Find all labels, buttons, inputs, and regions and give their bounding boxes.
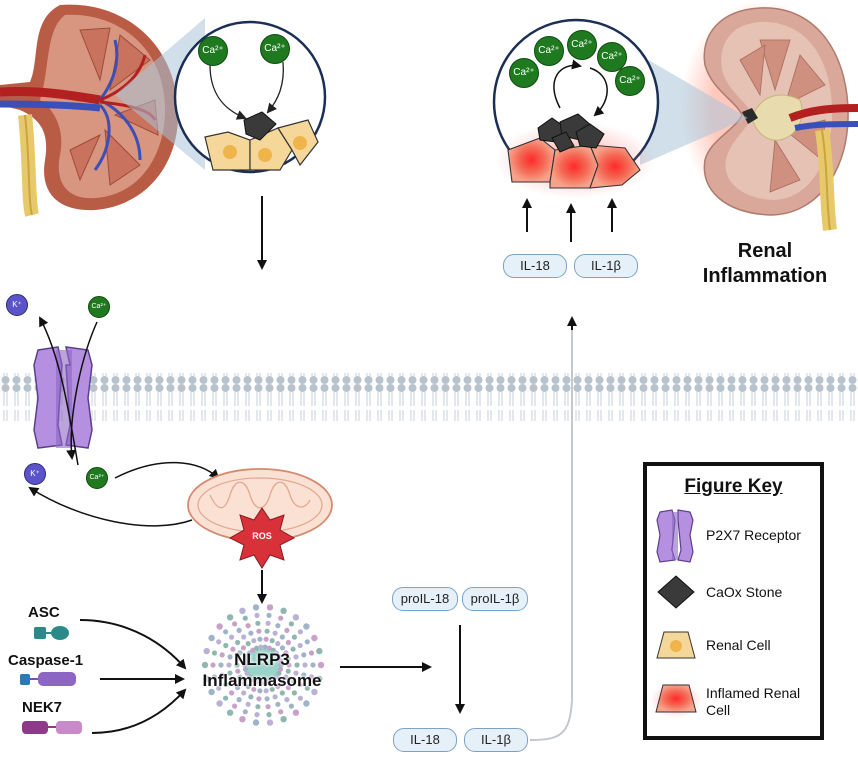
nek7-label: NEK7 (22, 699, 63, 716)
ca-influx-arrow (66, 321, 98, 460)
ca-ion-label: Ca²⁺ (571, 39, 593, 50)
ca-ion-left-1: Ca²⁺ (198, 36, 228, 66)
nek7-icon (22, 721, 82, 734)
renal-cell-group-left (204, 119, 319, 171)
pro-cytokine-pill-il1b: proIL-1β (462, 587, 528, 611)
key-label-inflamed-cell: Inflamed Renal Cell (706, 685, 801, 718)
ca-ion-label: Ca²⁺ (91, 303, 107, 310)
cytokine-pill-il1b-top: IL-1β (574, 254, 638, 278)
ca-to-mito-arrow (114, 461, 220, 480)
ca-ion-label: Ca²⁺ (202, 45, 224, 56)
ca-ion-label: Ca²⁺ (601, 51, 623, 62)
ros-label: ROS (252, 531, 272, 541)
ca-ion-label: Ca²⁺ (89, 474, 105, 481)
figure-key-title: Figure Key (684, 476, 783, 497)
key-label-caox: CaOx Stone (706, 584, 783, 600)
key-inflamed-cell-icon (655, 684, 697, 713)
zoom-cone-right (640, 55, 748, 165)
right-kidney-icon (680, 0, 858, 231)
ros-burst-icon (228, 507, 296, 569)
asc-icon (34, 626, 69, 640)
nlrp3-label-line-2: Inflammasome (202, 671, 322, 690)
k-ion-label: K⁺ (12, 300, 22, 309)
asc-label: ASC (28, 604, 60, 621)
left-zoom-circle (173, 20, 327, 174)
ca-ion-label: Ca²⁺ (513, 67, 535, 78)
caspase-1-label: Caspase-1 (8, 652, 84, 669)
stone-cluster-right (537, 113, 605, 153)
ca-ion-label: Ca²⁺ (264, 43, 286, 54)
k-efflux-arrow (39, 316, 79, 466)
left-kidney-icon (0, 4, 179, 217)
cell-membrane (0, 373, 858, 421)
ca-ion-right-1: Ca²⁺ (509, 58, 539, 88)
inflamed-cell-group-right (507, 137, 641, 189)
key-label-p2x7: P2X7 Receptor (706, 527, 801, 543)
nek7-to-nlrp3-arrow (91, 688, 187, 734)
ca-ion-right-3: Ca²⁺ (567, 30, 597, 60)
title-line-2: Inflammation (702, 265, 828, 287)
release-path-grey (529, 318, 573, 741)
ca-ion-label: Ca²⁺ (619, 75, 641, 86)
ca-ion-right-2: Ca²⁺ (534, 36, 564, 66)
ca-ion-bottom-membrane: Ca²⁺ (86, 467, 108, 489)
cytokine-pill-il18-bottom: IL-18 (393, 728, 457, 752)
figure-key-box (643, 462, 824, 740)
ca-ion-right-5: Ca²⁺ (615, 66, 645, 96)
pro-cytokine-pill-il18: proIL-18 (392, 587, 458, 611)
key-p2x7-icon (656, 509, 694, 563)
ca-ion-left-2: Ca²⁺ (260, 34, 290, 64)
ca-ion-label: Ca²⁺ (538, 45, 560, 56)
asc-to-nlrp3-arrow (79, 619, 187, 670)
cytokine-pill-il18-top: IL-18 (503, 254, 567, 278)
mito-to-k-arrow (28, 486, 193, 527)
title-line-1: Renal (737, 240, 793, 262)
k-ion-bottom: K⁺ (24, 463, 46, 485)
nlrp3-label-line-1: NLRP3 (234, 650, 290, 669)
cytokine-pill-il1b-bottom: IL-1β (464, 728, 528, 752)
nlrp3-inflammasome-icon (201, 604, 325, 726)
caspase-1-icon (20, 672, 76, 686)
key-label-renal-cell: Renal Cell (706, 637, 771, 653)
k-ion-top: K⁺ (6, 294, 28, 316)
key-caox-stone-icon (657, 575, 695, 609)
ca-ion-top-membrane: Ca²⁺ (88, 296, 110, 318)
caox-stone-icon (243, 111, 277, 141)
k-ion-label: K⁺ (30, 469, 40, 478)
